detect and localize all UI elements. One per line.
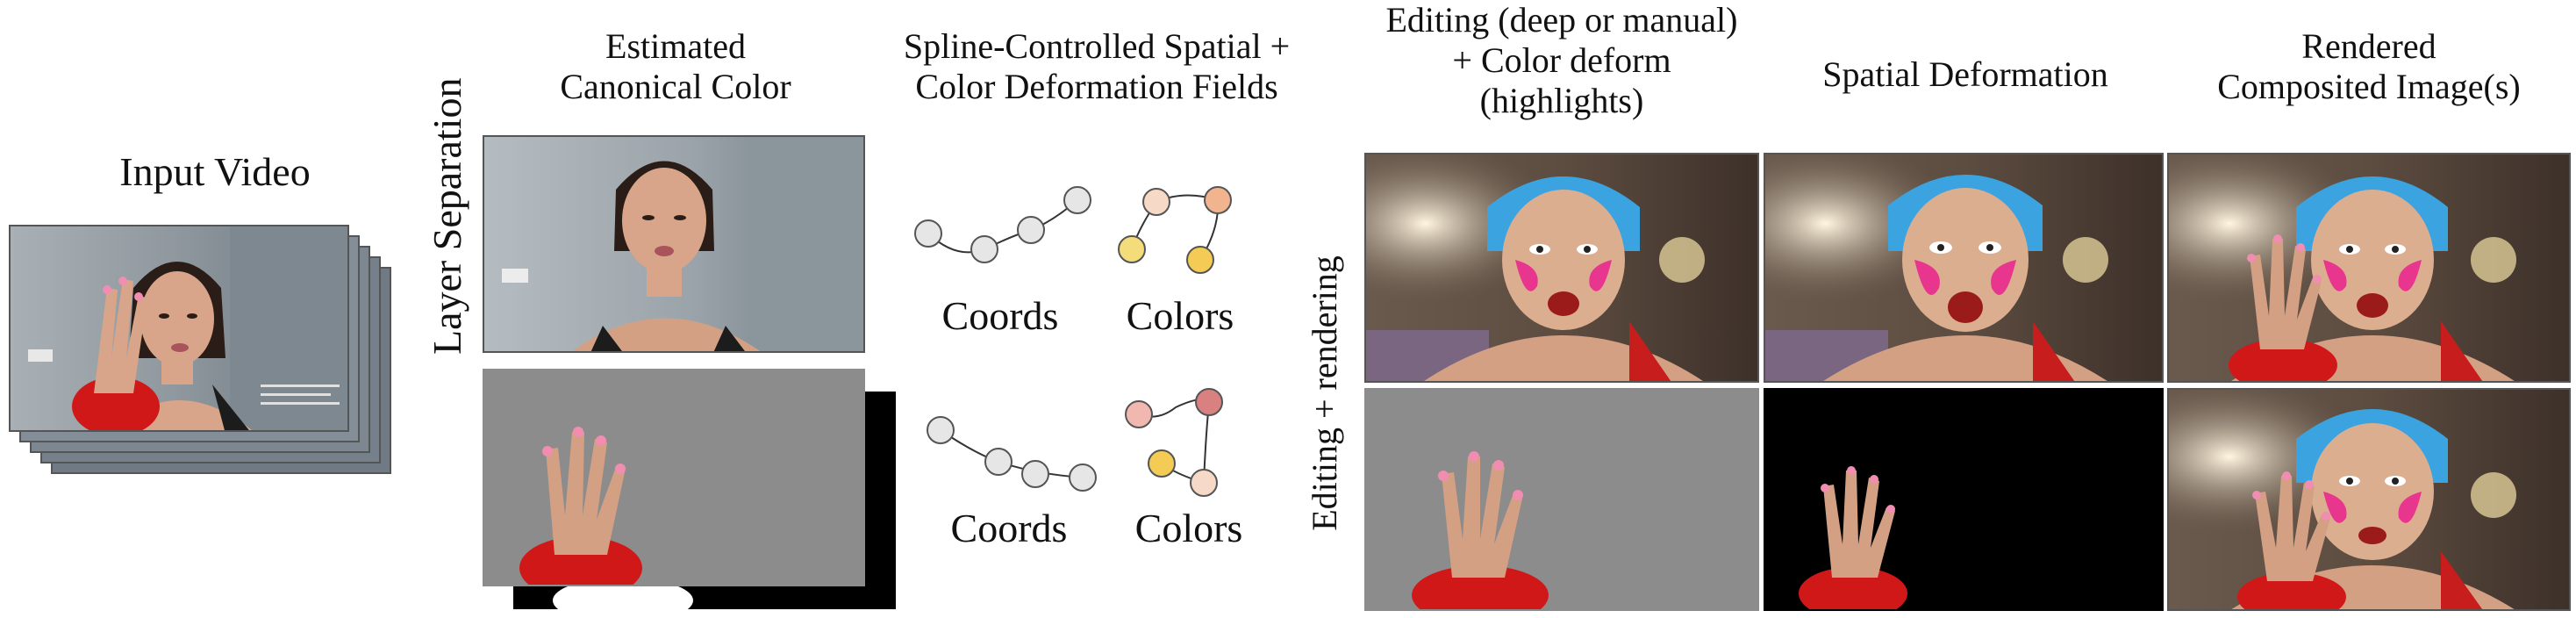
editing-title-line2: + Color deform (1452, 40, 1671, 80)
spline-node (970, 235, 998, 263)
editing-title-line1: Editing (deep or manual) (1385, 0, 1738, 40)
color-node (1125, 400, 1153, 428)
rendered-title-line1: Rendered (2301, 26, 2436, 66)
color-node (1118, 235, 1146, 263)
editing-title-line3: (highlights) (1479, 81, 1644, 120)
coords-label-top: Coords (941, 293, 1059, 338)
layer-separation-label: Layer Separation (425, 77, 469, 355)
rendered-title-line2: Composited Image(s) (2217, 67, 2521, 106)
canonical-color-title: Estimated Canonical Color (478, 26, 873, 107)
editing-rendering-label: Editing + rendering (1305, 255, 1344, 531)
input-video-title: Input Video (119, 149, 311, 194)
spatial-hand-frame (1764, 388, 2164, 611)
spline-coords-top (912, 176, 1106, 272)
canonical-color-title-line2: Canonical Color (560, 67, 791, 106)
color-node (1195, 388, 1223, 416)
color-node (1148, 449, 1176, 478)
editing-face-frame (1364, 153, 1759, 383)
color-node (1204, 186, 1232, 214)
spline-colors-top (1106, 176, 1255, 281)
hand-layer-frame (483, 369, 865, 586)
video-frame-front (9, 225, 349, 432)
colors-label-bottom: Colors (1134, 506, 1243, 550)
spline-node (914, 219, 942, 248)
spatial-deformation-title: Spatial Deformation (1822, 54, 2108, 94)
canonical-color-title-line1: Estimated (605, 26, 746, 66)
coords-label-bottom: Coords (950, 506, 1068, 550)
spline-node (984, 448, 1013, 476)
editing-title: Editing (deep or manual) + Color deform … (1334, 0, 1790, 121)
spline-fields-title: Spline-Controlled Spatial + Color Deform… (869, 26, 1325, 107)
canonical-color-frame (483, 135, 865, 353)
spline-node (1021, 460, 1049, 488)
spline-fields-title-line1: Spline-Controlled Spatial + (903, 26, 1291, 66)
rendered-title: Rendered Composited Image(s) (2167, 26, 2571, 107)
input-video-stack (9, 225, 395, 478)
spline-colors-bottom (1114, 377, 1255, 509)
spline-node (927, 416, 955, 444)
spline-node (1063, 186, 1091, 214)
spline-node (1017, 216, 1045, 244)
colors-label-top: Colors (1126, 293, 1234, 338)
editing-hand-frame (1364, 388, 1759, 611)
spline-node (1069, 464, 1097, 492)
spline-coords-bottom (912, 395, 1114, 492)
rendered-frame-bottom (2167, 388, 2571, 611)
color-node (1190, 469, 1218, 497)
color-node (1186, 246, 1214, 274)
spline-fields-title-line2: Color Deformation Fields (915, 67, 1278, 106)
spatial-face-frame (1764, 153, 2164, 383)
color-node (1142, 188, 1170, 216)
rendered-frame-top (2167, 153, 2571, 383)
